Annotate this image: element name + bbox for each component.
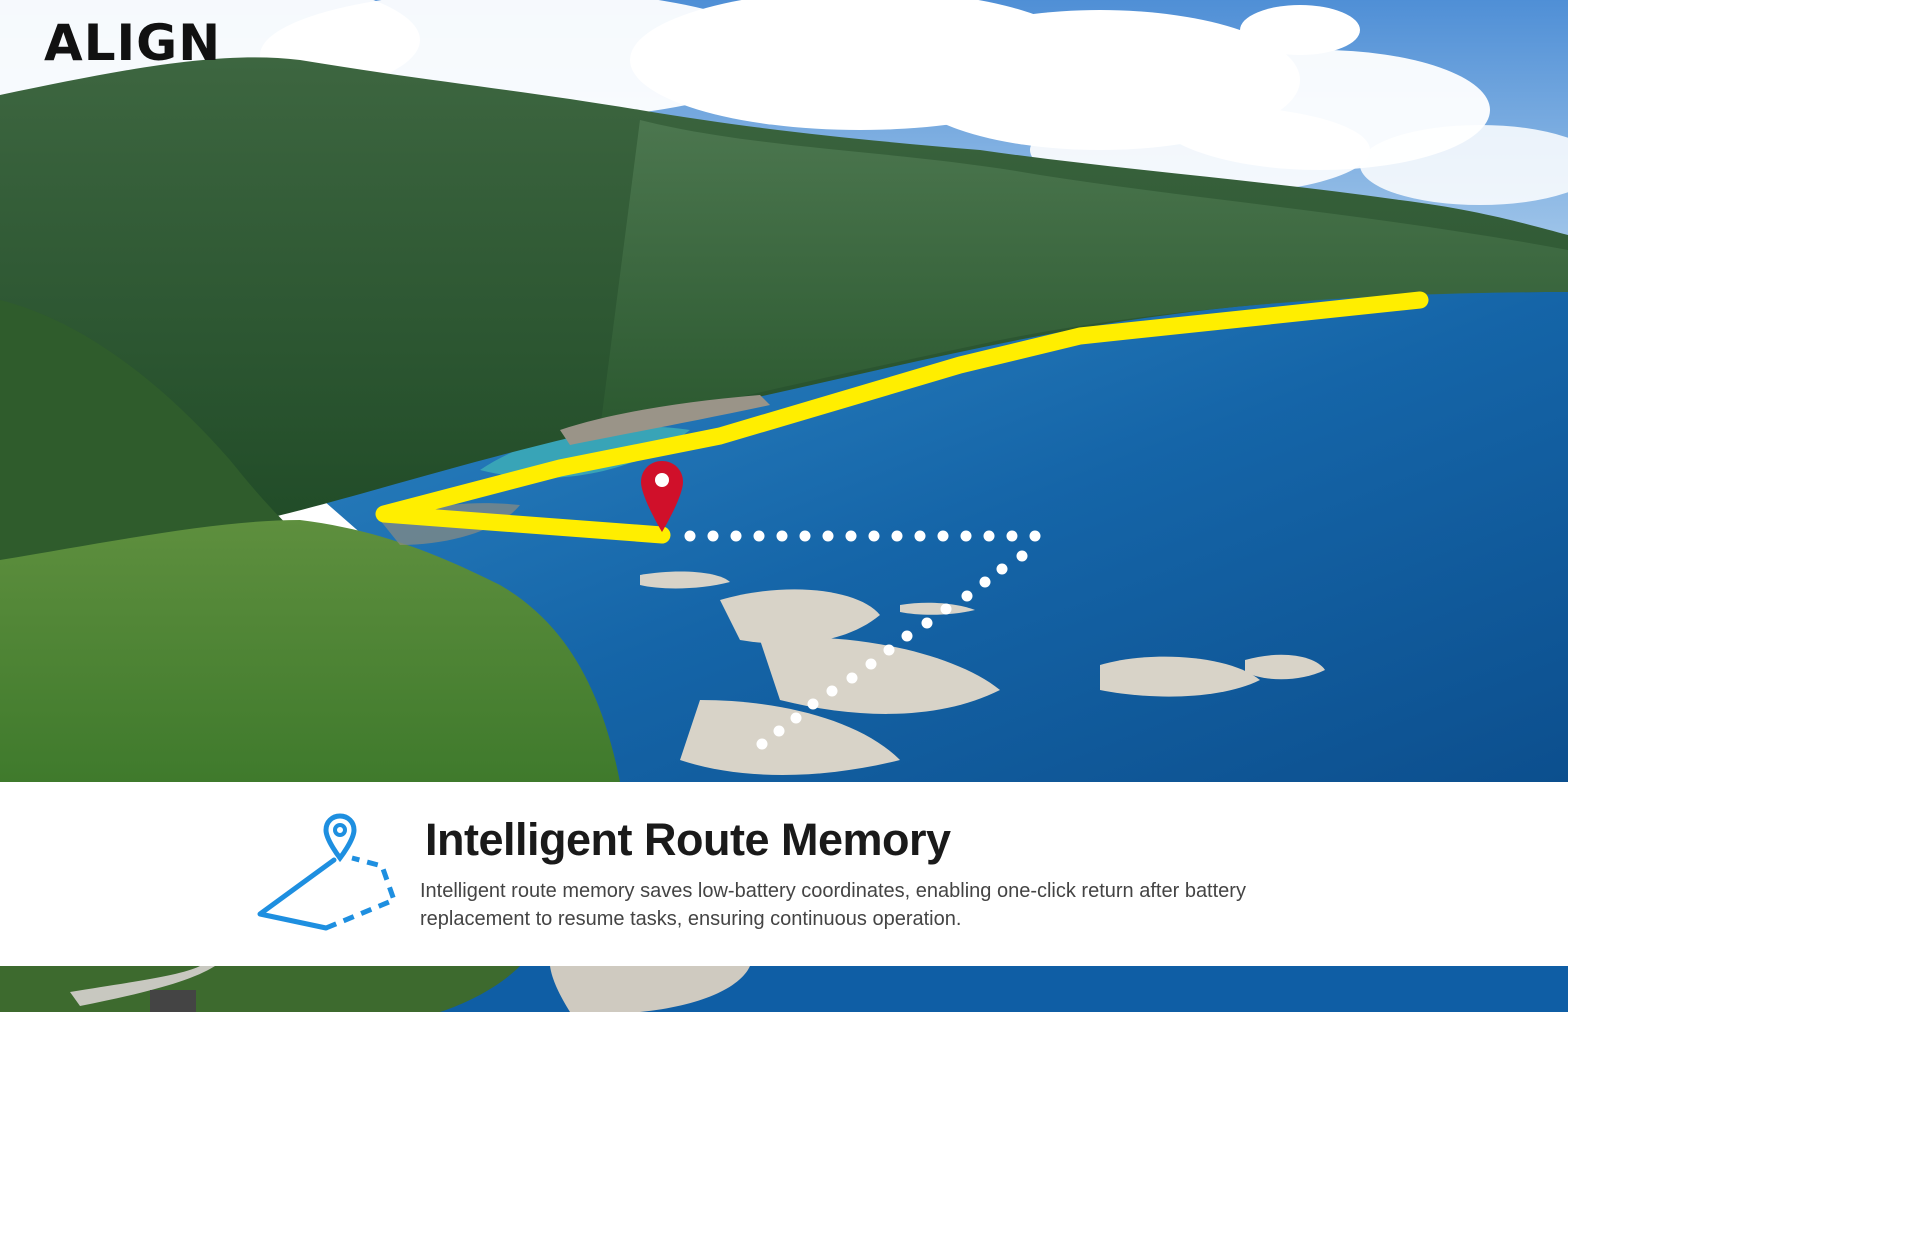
map-pin-icon (641, 461, 683, 532)
route-dot (996, 563, 1008, 575)
route-dot (883, 644, 895, 656)
route-dot (790, 712, 802, 724)
route-dot (822, 530, 834, 542)
aerial-coastline-photo (0, 0, 1568, 782)
mountains (0, 57, 1568, 600)
rocky-shore (640, 571, 1325, 775)
route-dot (1006, 530, 1018, 542)
route-path-icon (257, 813, 397, 931)
route-dot (753, 530, 765, 542)
flight-path (375, 291, 1429, 544)
route-dot (865, 658, 877, 670)
route-dot (826, 685, 838, 697)
route-dot (937, 530, 949, 542)
route-dot (845, 530, 857, 542)
route-dot (730, 530, 742, 542)
route-dot (799, 530, 811, 542)
route-dot (983, 530, 995, 542)
route-dot (960, 530, 972, 542)
route-dot (914, 530, 926, 542)
route-dot (1016, 550, 1028, 562)
route-dot (776, 530, 788, 542)
route-dot (684, 530, 696, 542)
route-dot (868, 530, 880, 542)
info-panel (0, 782, 1568, 966)
feature-description: Intelligent route memory saves low-batte… (420, 880, 1246, 930)
route-dot (1029, 530, 1041, 542)
bottom-photo-strip (0, 966, 1568, 1012)
return-path-dots (684, 530, 1041, 750)
route-dot (921, 617, 933, 629)
route-dot (979, 576, 991, 588)
brand-logo: ALIGN (44, 14, 222, 72)
route-dot (756, 738, 768, 750)
route-dot (961, 590, 973, 602)
route-dot (707, 530, 719, 542)
route-dot (846, 672, 858, 684)
route-dot (940, 603, 952, 615)
route-dot (901, 630, 913, 642)
route-dot (807, 698, 819, 710)
route-dot (891, 530, 903, 542)
feature-title: Intelligent Route Memory (425, 814, 951, 865)
route-dot (773, 725, 785, 737)
